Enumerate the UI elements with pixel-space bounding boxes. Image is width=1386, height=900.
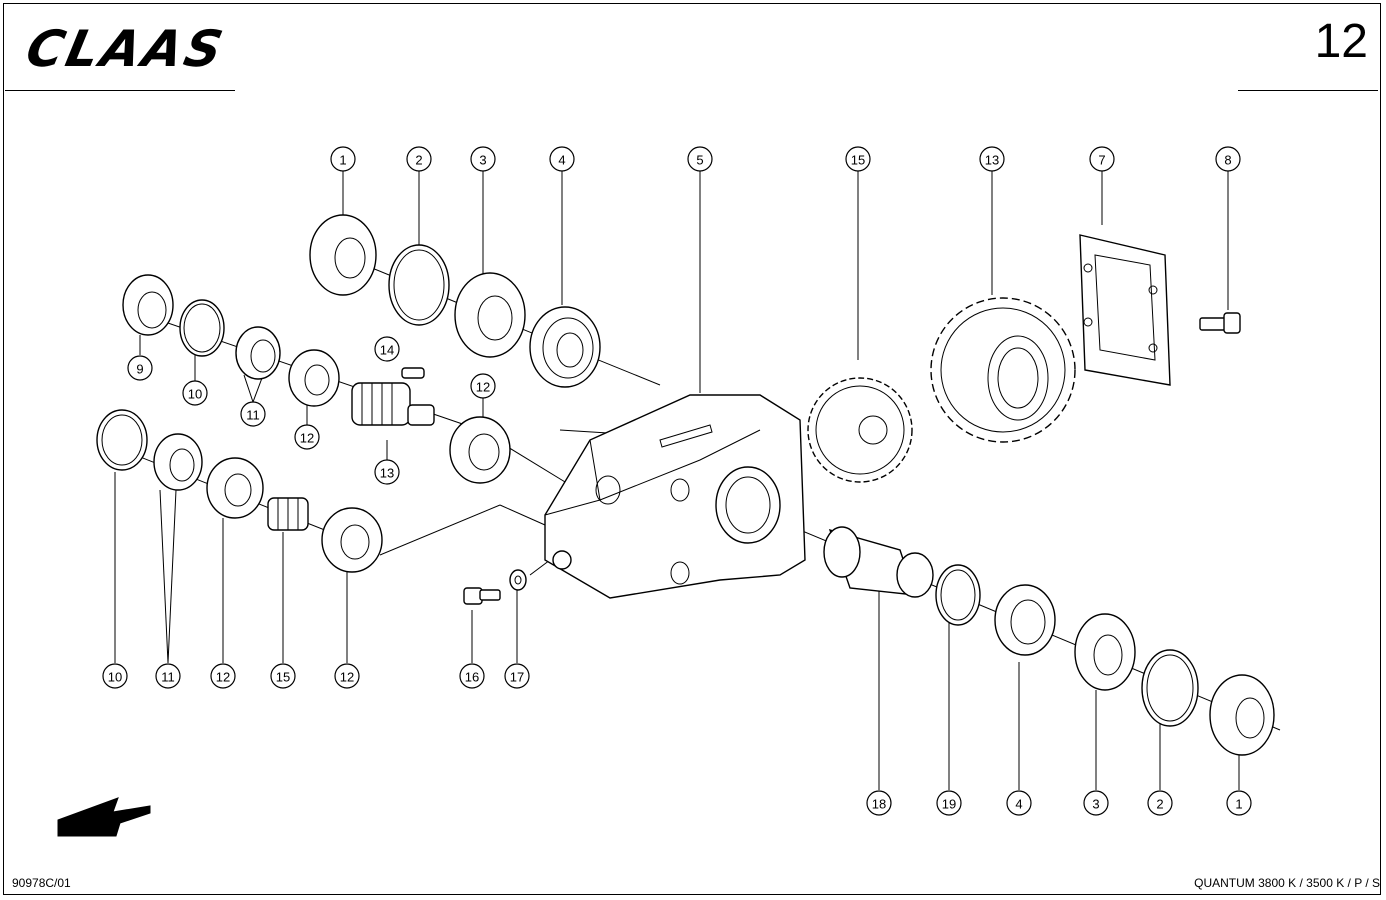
- svg-text:17: 17: [510, 670, 524, 685]
- page-frame: [3, 3, 1381, 895]
- callout-10: 10: [102, 663, 128, 689]
- svg-text:10: 10: [188, 387, 202, 402]
- header-rule-left: [5, 90, 235, 91]
- callout-11: 11: [155, 663, 181, 689]
- washer-17: [509, 569, 527, 591]
- callout-4: 4: [549, 146, 575, 172]
- cover-plate-7: [1079, 234, 1171, 386]
- callout-9: 9: [127, 355, 153, 381]
- svg-text:15: 15: [276, 670, 290, 685]
- callout-15: 15: [270, 663, 296, 689]
- spacer-3-right: [1074, 613, 1136, 691]
- svg-text:11: 11: [246, 408, 260, 423]
- seal-ring-1-right: [1209, 674, 1275, 756]
- bearing-4: [529, 306, 601, 388]
- svg-text:12: 12: [340, 670, 354, 685]
- callout-3: 3: [470, 146, 496, 172]
- svg-text:14: 14: [380, 343, 394, 358]
- parts: [96, 214, 1275, 756]
- callout-5: 5: [687, 146, 713, 172]
- gear-13: [930, 297, 1076, 443]
- svg-text:5: 5: [696, 153, 703, 168]
- svg-text:4: 4: [1015, 797, 1022, 812]
- svg-text:12: 12: [300, 431, 314, 446]
- callout-8: 8: [1215, 146, 1241, 172]
- gearbox-housing-5: [544, 394, 806, 599]
- callout-12: 12: [470, 373, 496, 399]
- svg-text:3: 3: [1092, 797, 1099, 812]
- bearing-12-mid: [449, 416, 511, 484]
- svg-text:13: 13: [380, 466, 394, 481]
- svg-text:1: 1: [1235, 797, 1242, 812]
- svg-text:16: 16: [465, 670, 479, 685]
- bearing-12-right: [321, 507, 383, 573]
- header-rule-right: [1238, 90, 1378, 91]
- circlip-10-lower: [96, 409, 148, 471]
- svg-text:12: 12: [476, 380, 490, 395]
- seal-9: [122, 274, 174, 336]
- callout-13: 13: [979, 146, 1005, 172]
- callout-12: 12: [210, 663, 236, 689]
- svg-text:11: 11: [161, 670, 175, 685]
- callout-1: 1: [330, 146, 356, 172]
- callout-4: 4: [1006, 790, 1032, 816]
- circlip-2: [388, 244, 450, 326]
- callout-19: 19: [936, 790, 962, 816]
- svg-text:10: 10: [108, 670, 122, 685]
- circlip-2-right: [1141, 649, 1199, 727]
- spacer-3: [454, 272, 526, 358]
- svg-text:15: 15: [851, 153, 865, 168]
- svg-text:1: 1: [339, 153, 346, 168]
- svg-text:19: 19: [942, 797, 956, 812]
- circlip-19: [935, 564, 981, 626]
- svg-text:7: 7: [1098, 153, 1105, 168]
- callout-10: 10: [182, 380, 208, 406]
- arrow-down-left-icon: [57, 797, 151, 837]
- circlip-10-upper: [179, 299, 225, 357]
- svg-text:2: 2: [1156, 797, 1163, 812]
- pinion-shaft-13: [351, 382, 411, 426]
- model-designation: QUANTUM 3800 K / 3500 K / P / S: [1194, 876, 1380, 890]
- callout-14: 14: [374, 336, 400, 362]
- bolt-8: [1199, 317, 1227, 331]
- svg-text:9: 9: [136, 362, 143, 377]
- callout-12: 12: [294, 424, 320, 450]
- svg-text:3: 3: [479, 153, 486, 168]
- callout-16: 16: [459, 663, 485, 689]
- bearing-12-lower: [206, 457, 264, 519]
- gear-15: [807, 377, 913, 483]
- svg-text:12: 12: [216, 670, 230, 685]
- callout-17: 17: [504, 663, 530, 689]
- callout-15: 15: [845, 146, 871, 172]
- svg-text:18: 18: [872, 797, 886, 812]
- callout-11: 11: [240, 401, 266, 427]
- callout-1: 1: [1226, 790, 1252, 816]
- svg-text:13: 13: [985, 153, 999, 168]
- callout-13: 13: [374, 459, 400, 485]
- bearing-12-upper: [288, 349, 340, 407]
- callout-7: 7: [1089, 146, 1115, 172]
- callout-2: 2: [406, 146, 432, 172]
- seal-ring-1: [309, 214, 377, 296]
- svg-text:4: 4: [558, 153, 565, 168]
- callout-3: 3: [1083, 790, 1109, 816]
- callout-12: 12: [334, 663, 360, 689]
- svg-text:8: 8: [1224, 153, 1231, 168]
- spacer-11-lower: [153, 433, 203, 491]
- key-14: [401, 367, 425, 379]
- page-number: 12: [1314, 15, 1368, 68]
- callout-18: 18: [866, 790, 892, 816]
- callout-2: 2: [1147, 790, 1173, 816]
- svg-text:2: 2: [415, 153, 422, 168]
- bearing-4-right: [994, 584, 1056, 656]
- spacer-11-upper: [235, 326, 281, 380]
- document-id: 90978C/01: [12, 876, 71, 890]
